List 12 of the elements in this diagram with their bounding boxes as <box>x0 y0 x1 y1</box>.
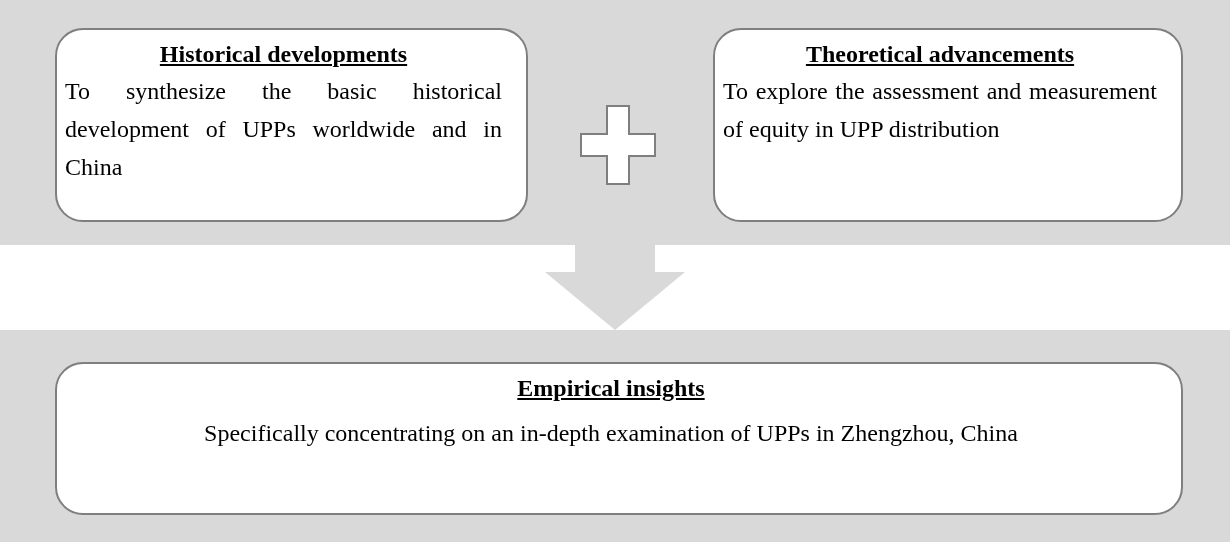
box-text: Specifically concentrating on an in-depth examination of UPPs in Zhengzhou, China <box>204 418 1018 448</box>
box-heading: Empirical insights <box>517 374 705 403</box>
band-background <box>0 330 1230 542</box>
rounded-box <box>713 28 1183 222</box>
box-text: To synthesize the basic historical development of UPPs worldwide and in China <box>65 76 502 183</box>
rounded-box <box>55 362 1183 515</box>
band-background <box>0 0 1230 245</box>
box-heading: Theoretical advancements <box>805 40 1075 69</box>
rounded-box <box>55 28 528 222</box>
box-heading: Historical developments <box>159 40 408 69</box>
down-arrow <box>545 245 685 330</box>
box-text: To explore the assessment and measurement of equity in UPP distribution <box>723 76 1157 144</box>
